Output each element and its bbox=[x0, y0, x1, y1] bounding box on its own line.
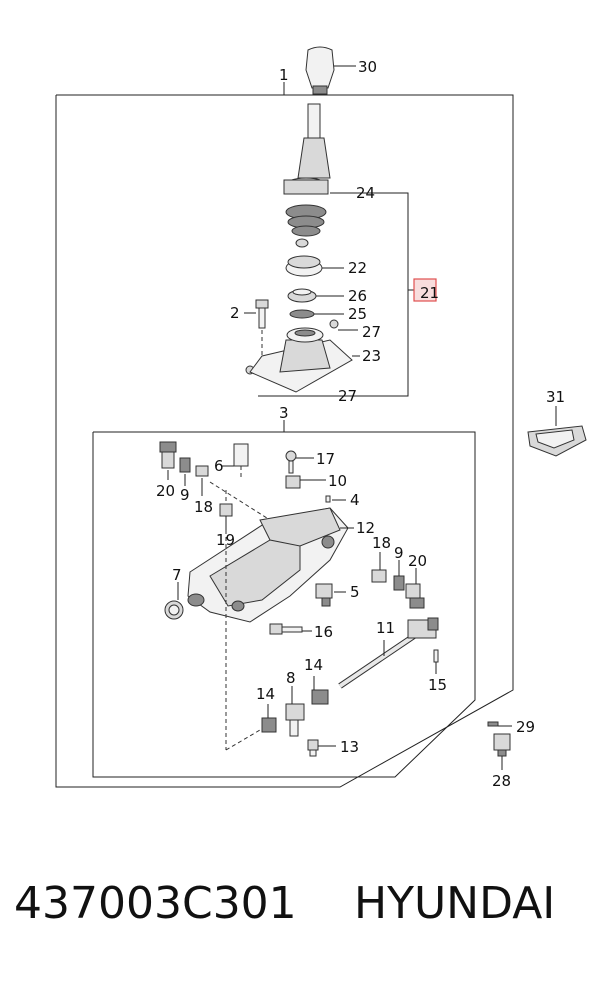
callout-1: 1 bbox=[279, 66, 289, 84]
pin-part-6 bbox=[233, 443, 249, 467]
shift-housing-part bbox=[187, 507, 349, 623]
callout-24: 24 bbox=[356, 184, 375, 202]
callout-11: 11 bbox=[376, 619, 395, 637]
callout-26: 26 bbox=[348, 287, 367, 305]
callout-3: 3 bbox=[279, 404, 289, 422]
callout-8: 8 bbox=[286, 669, 296, 687]
callout-18-right: 18 bbox=[372, 534, 391, 552]
bolt-part-2 bbox=[255, 299, 269, 329]
callout-2: 2 bbox=[230, 304, 240, 322]
callout-18-left: 18 bbox=[194, 498, 213, 516]
callout-5: 5 bbox=[350, 583, 360, 601]
callout-29: 29 bbox=[516, 718, 535, 736]
callout-21: 21 bbox=[420, 284, 439, 302]
assembly-3-frame bbox=[92, 431, 476, 778]
pin-part-4 bbox=[325, 495, 331, 503]
callout-21-highlight bbox=[413, 278, 437, 302]
bolt-part-17 bbox=[285, 450, 297, 474]
cover-plate-part bbox=[527, 425, 587, 457]
switch-part-5 bbox=[315, 583, 333, 607]
callout-14-right: 14 bbox=[304, 656, 323, 674]
callout-6: 6 bbox=[214, 457, 224, 475]
plug-part-19 bbox=[219, 503, 233, 517]
callout-20-left: 20 bbox=[156, 482, 175, 500]
bolt-part-16 bbox=[269, 623, 303, 635]
bushing-part-14-right bbox=[311, 689, 329, 705]
spring-part-9-right bbox=[393, 575, 405, 591]
callout-27-lower: 27 bbox=[338, 387, 357, 405]
detent-part-10 bbox=[285, 475, 301, 489]
sensor-part-28 bbox=[493, 733, 511, 757]
callout-10: 10 bbox=[328, 472, 347, 490]
callout-23: 23 bbox=[362, 347, 381, 365]
shift-knob-part bbox=[305, 46, 335, 95]
bushing-part-14-left bbox=[261, 717, 277, 733]
part-number: 437003C301 bbox=[14, 878, 297, 929]
callout-17: 17 bbox=[316, 450, 335, 468]
assembly-1-frame bbox=[55, 94, 514, 788]
bolt-part-13 bbox=[307, 739, 319, 757]
callout-30: 30 bbox=[358, 58, 377, 76]
retainer-ring-part bbox=[285, 255, 323, 277]
pin-part-15 bbox=[433, 649, 439, 663]
callout-20-right: 20 bbox=[408, 552, 427, 570]
bushing-part-18-right bbox=[371, 569, 387, 583]
callout-25: 25 bbox=[348, 305, 367, 323]
brand-name: HYUNDAI bbox=[354, 878, 556, 929]
callout-16: 16 bbox=[314, 623, 333, 641]
callout-27-upper: 27 bbox=[362, 323, 381, 341]
shift-rail-part bbox=[338, 617, 439, 689]
select-lever-part-8 bbox=[285, 703, 305, 737]
callout-7: 7 bbox=[172, 566, 182, 584]
callout-22: 22 bbox=[348, 259, 367, 277]
lever-housing-part bbox=[249, 327, 353, 393]
callout-28: 28 bbox=[492, 772, 511, 790]
spring-part-9-left bbox=[179, 457, 191, 473]
callout-9-left: 9 bbox=[180, 486, 190, 504]
seat-part bbox=[287, 288, 317, 303]
washer-part bbox=[289, 309, 315, 319]
callout-4: 4 bbox=[350, 491, 360, 509]
callout-14-left: 14 bbox=[256, 685, 275, 703]
callout-12: 12 bbox=[356, 519, 375, 537]
screw-part-27-upper bbox=[329, 319, 339, 329]
shift-lever-part bbox=[283, 103, 331, 248]
bushing-part-18-left bbox=[195, 465, 209, 477]
callout-13: 13 bbox=[340, 738, 359, 756]
callout-19: 19 bbox=[216, 531, 235, 549]
clip-part-29 bbox=[487, 721, 499, 727]
plug-part-20-right bbox=[405, 583, 425, 609]
callout-15: 15 bbox=[428, 676, 447, 694]
plug-part-20-left bbox=[159, 441, 177, 469]
callout-31: 31 bbox=[546, 388, 565, 406]
callout-9-right: 9 bbox=[394, 544, 404, 562]
